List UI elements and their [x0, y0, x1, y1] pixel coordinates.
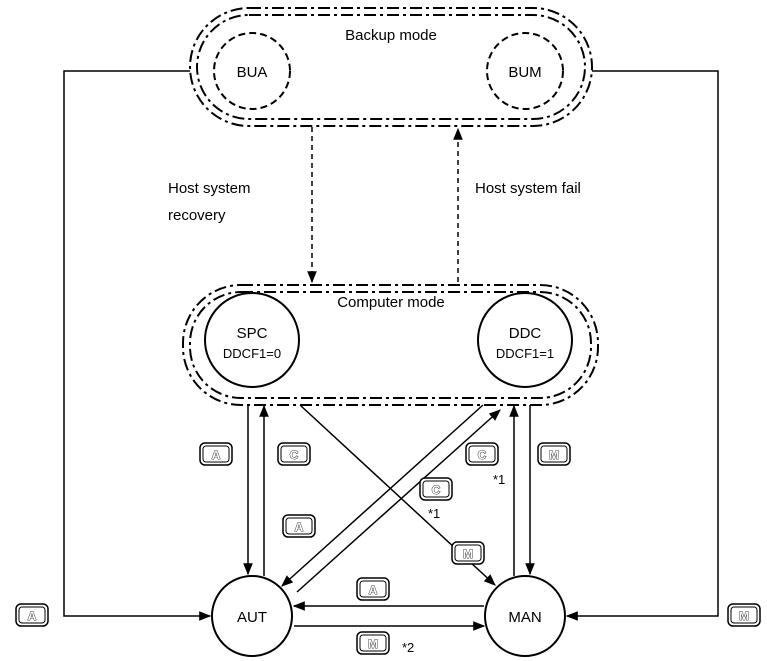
ddc-to-aut-arrow: [281, 404, 484, 587]
key-m-bum-to-man: M: [727, 603, 761, 627]
key-c-aut-to-ddc: C: [419, 477, 453, 501]
key-a-bua-to-aut: A: [15, 603, 49, 627]
computer-mode-label: Computer mode: [337, 294, 445, 311]
bua-to-aut-arrow: [63, 70, 212, 621]
svg-text:C: C: [432, 483, 441, 497]
note-mark-1-ddc: *1: [493, 472, 505, 487]
note-mark-2: *2: [402, 640, 414, 655]
backup-mode-outline-inner: [196, 14, 586, 120]
svg-text:A: A: [369, 583, 378, 597]
key-m-ddc-to-man: M: [537, 442, 571, 466]
svg-text:M: M: [549, 448, 559, 462]
bum-to-man-arrow: [565, 70, 719, 621]
aut-label: AUT: [237, 609, 267, 626]
host-fail-label: Host system fail: [475, 180, 581, 197]
man-node: [484, 575, 566, 657]
svg-text:A: A: [28, 609, 37, 623]
computer-mode-outline-outer: [182, 284, 599, 406]
ddc-label: DDC: [509, 325, 542, 342]
aut-to-ddc-arrow: [296, 409, 501, 593]
bum-node: [486, 32, 564, 110]
svg-text:M: M: [368, 637, 378, 651]
svg-text:M: M: [463, 547, 473, 561]
svg-text:M: M: [739, 609, 749, 623]
aut-node: [211, 575, 293, 657]
key-a-spc-to-aut: A: [199, 442, 233, 466]
bua-label: BUA: [237, 64, 268, 81]
key-m-aut-to-man: M: [356, 631, 390, 655]
svg-text:A: A: [295, 520, 304, 534]
spc-node: [204, 292, 300, 388]
key-a-ddc-to-aut: A: [282, 514, 316, 538]
computer-mode-group: Computer mode SPC DDCF1=0 DDC DDCF1=1: [182, 284, 599, 406]
key-m-computer-to-man: M: [451, 541, 485, 565]
man-label: MAN: [508, 609, 541, 626]
backup-mode-group: Backup mode BUA BUM: [189, 7, 593, 127]
key-c-man-to-ddc: C: [465, 442, 499, 466]
host-recovery-label-line2: recovery: [168, 207, 226, 224]
backup-mode-outline-outer: [189, 7, 593, 127]
backup-mode-label: Backup mode: [345, 27, 437, 44]
ddc-node: [477, 292, 573, 388]
spc-label: SPC: [237, 325, 268, 342]
bua-node: [213, 32, 291, 110]
computer-mode-outline-inner: [189, 291, 592, 399]
svg-text:C: C: [478, 448, 487, 462]
svg-text:C: C: [290, 448, 299, 462]
host-recovery-label-line1: Host system: [168, 180, 251, 197]
ddc-sub-label: DDCF1=1: [496, 346, 554, 361]
key-c-aut-to-spc: C: [277, 442, 311, 466]
key-a-man-to-aut: A: [356, 577, 390, 601]
spc-sub-label: DDCF1=0: [223, 346, 281, 361]
note-mark-1-diagonal: *1: [428, 506, 440, 521]
svg-text:A: A: [212, 448, 221, 462]
bum-label: BUM: [508, 64, 541, 81]
